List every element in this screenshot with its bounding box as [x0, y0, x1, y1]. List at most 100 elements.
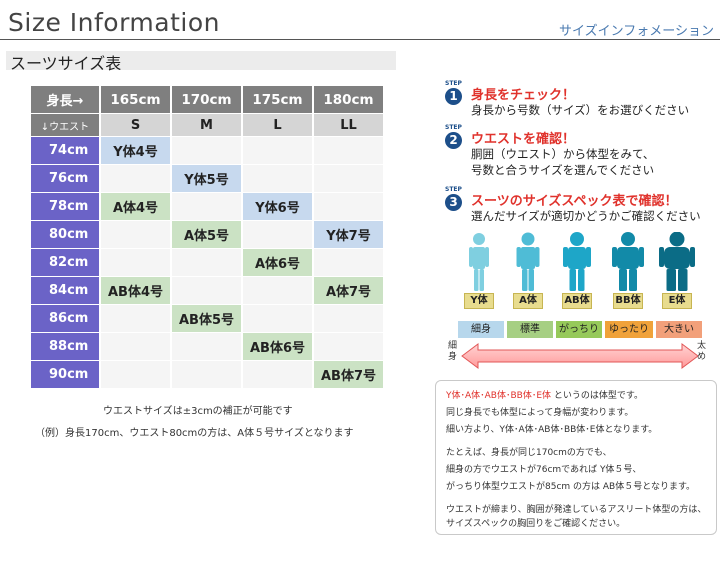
person-ab-icon	[563, 232, 591, 291]
size-cell	[243, 305, 312, 332]
step-body: 胴囲（ウエスト）から体型をみて、 号数と合うサイズを選んでください	[471, 146, 654, 178]
info-line: ウエストが締まり、胸囲が発達しているアスリート体型の方は、	[446, 505, 707, 515]
arrow-left-label: 細身	[448, 341, 458, 362]
info-line: Y体･A体･AB体･BB体･E体 というのは体型です。	[446, 388, 643, 401]
body-type-label: E体	[662, 293, 692, 309]
header-divider	[0, 39, 720, 40]
info-highlight: Y体･A体･AB体･BB体･E体	[446, 391, 552, 401]
info-text: というのは体型です。	[553, 391, 644, 401]
step-number-icon: 1	[445, 88, 462, 105]
step-number-icon: 2	[445, 132, 462, 149]
table-size-row: ↓ウエスト S M L LL	[31, 114, 383, 136]
waist-label: 78cm	[31, 193, 99, 220]
size-cell	[243, 137, 312, 164]
size-cell: A体7号	[314, 277, 383, 304]
size-cell	[101, 165, 170, 192]
size-header: S	[101, 114, 170, 136]
table-row: 74cm Y体4号	[31, 137, 383, 164]
size-header: LL	[314, 114, 383, 136]
table-row: 82cm A体6号	[31, 249, 383, 276]
body-type-label: BB体	[613, 293, 643, 309]
height-header: 170cm	[172, 86, 241, 113]
example-note: （例）身長170cm、ウエスト80cmの方は、A体５号サイズとなります	[35, 428, 354, 439]
size-cell	[314, 305, 383, 332]
size-cell	[101, 249, 170, 276]
step-body: 選んだサイズが適切かどうかご確認ください	[471, 208, 701, 224]
person-bb-icon	[612, 232, 644, 291]
size-header: M	[172, 114, 241, 136]
fit-label: 標準	[507, 321, 553, 338]
waist-label: 90cm	[31, 361, 99, 388]
size-cell: Y体7号	[314, 221, 383, 248]
section-bar	[6, 51, 396, 70]
size-cell: A体4号	[101, 193, 170, 220]
table-row: 78cm A体4号 Y体6号	[31, 193, 383, 220]
waist-label: 86cm	[31, 305, 99, 332]
size-cell	[172, 333, 241, 360]
waist-label: 80cm	[31, 221, 99, 248]
step-label: STEP	[445, 124, 462, 131]
step-label: STEP	[445, 80, 462, 87]
size-cell: Y体5号	[172, 165, 241, 192]
size-cell	[243, 165, 312, 192]
corner-waist-label: ↓ウエスト	[31, 114, 99, 136]
step-label: STEP	[445, 186, 462, 193]
arrow-right-label: 太め	[697, 341, 707, 362]
body-type-label: AB体	[562, 293, 592, 309]
size-cell	[172, 193, 241, 220]
fit-labels: 細身 標準 がっちり ゆったり 大きい	[458, 321, 708, 339]
size-cell	[172, 361, 241, 388]
info-line: がっちり体型ウエストが85cm の方は AB体５号となります。	[446, 482, 696, 492]
height-header: 165cm	[101, 86, 170, 113]
size-cell	[101, 221, 170, 248]
person-a-icon	[516, 232, 540, 291]
fit-label: 大きい	[656, 321, 702, 338]
waist-label: 88cm	[31, 333, 99, 360]
step-body-line: 号数と合うサイズを選んでください	[471, 163, 655, 177]
fit-label: がっちり	[556, 321, 602, 338]
size-cell: Y体6号	[243, 193, 312, 220]
size-cell	[101, 361, 170, 388]
step-body: 身長から号数（サイズ）をお選びください	[471, 102, 689, 118]
person-y-icon	[469, 233, 489, 291]
table-header-row: 身長→ 165cm 170cm 175cm 180cm	[31, 86, 383, 113]
double-arrow-icon	[461, 343, 699, 369]
size-cell	[243, 221, 312, 248]
body-type-figures	[458, 232, 698, 292]
section-title: スーツサイズ表	[10, 54, 122, 73]
height-header: 175cm	[243, 86, 312, 113]
size-cell: Y体4号	[101, 137, 170, 164]
size-table: 身長→ 165cm 170cm 175cm 180cm ↓ウエスト S M L …	[29, 85, 385, 389]
size-cell	[314, 137, 383, 164]
page-subtitle: サイズインフォメーション	[559, 24, 714, 39]
step-heading: スーツのサイズスペック表で確認！	[471, 194, 678, 209]
size-cell	[314, 193, 383, 220]
step-heading: ウエストを確認！	[471, 132, 576, 147]
step-body-line: 胴囲（ウエスト）から体型をみて、	[471, 147, 655, 161]
size-cell: AB体6号	[243, 333, 312, 360]
table-row: 86cm AB体5号	[31, 305, 383, 332]
height-header: 180cm	[314, 86, 383, 113]
size-cell: AB体4号	[101, 277, 170, 304]
table-row: 80cm A体5号 Y体7号	[31, 221, 383, 248]
step-heading: 身長をチェック！	[471, 88, 576, 103]
corner-height-label: 身長→	[31, 86, 99, 113]
size-cell: AB体5号	[172, 305, 241, 332]
size-cell	[172, 137, 241, 164]
size-cell	[314, 249, 383, 276]
waist-label: 74cm	[31, 137, 99, 164]
size-cell	[101, 305, 170, 332]
size-cell	[243, 277, 312, 304]
size-cell	[172, 277, 241, 304]
fit-label: ゆったり	[605, 321, 653, 338]
page-title: Size Information	[8, 8, 220, 37]
info-line: たとえば、身長が同じ170cmの方でも、	[446, 448, 612, 458]
info-line: 細い方より、Y体･A体･AB体･BB体･E体となります。	[446, 425, 658, 435]
size-cell	[314, 165, 383, 192]
body-type-label: Y体	[464, 293, 494, 309]
size-header: L	[243, 114, 312, 136]
size-cell: AB体7号	[314, 361, 383, 388]
info-line: サイズスペックの胸回りをご確認ください。	[446, 519, 626, 529]
waist-label: 84cm	[31, 277, 99, 304]
waist-adjust-note: ウエストサイズは±3cmの補正が可能です	[103, 406, 293, 417]
